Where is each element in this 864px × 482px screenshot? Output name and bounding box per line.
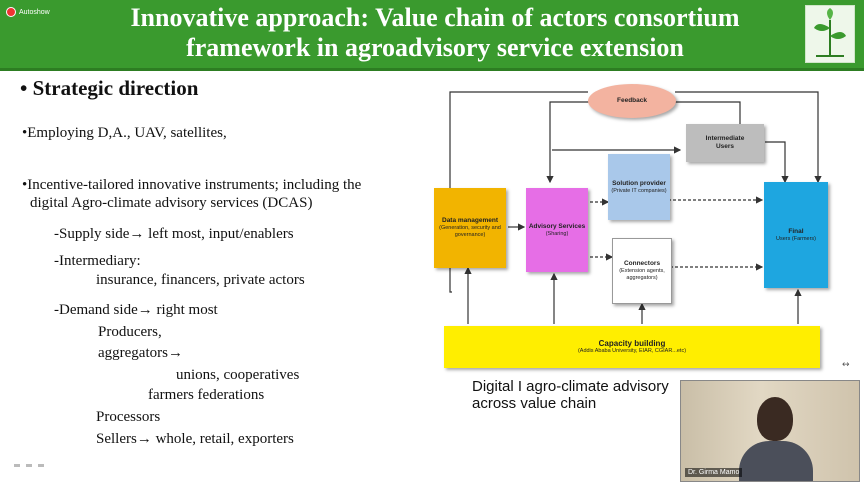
advisory-services-sub: (Sharing) [545, 230, 569, 237]
final-users-title: Final [788, 227, 804, 235]
solution-provider-sub: (Private IT companies) [611, 187, 667, 194]
intermediate-users-sub: Users [715, 143, 735, 150]
supply-side-text: -Supply side→ left most, input/enablers [54, 226, 294, 242]
slide-header: Autoshow Innovative approach: Value chai… [0, 0, 864, 71]
expand-arrows-icon[interactable]: ↔ [842, 360, 850, 370]
webcam-video-tile[interactable]: Dr. Girma Mamo [680, 380, 860, 482]
bullet-tech: •Employing D,A., UAV, satellites, [22, 125, 227, 141]
value-chain-diagram: Feedback Intermediate Users Solution pro… [434, 82, 830, 382]
presenter-body [739, 441, 813, 481]
aggregators-text: aggregators→ [98, 345, 183, 361]
plant-logo-icon [814, 8, 846, 57]
intermediate-users-node: Intermediate Users [686, 124, 764, 162]
data-management-sub: (Generation, security and governance) [439, 225, 501, 238]
capacity-building-node: Capacity building (Addis Ababa Universit… [444, 326, 820, 368]
participant-name-label: Dr. Girma Mamo [685, 468, 743, 477]
producers-text: Producers, [98, 324, 162, 340]
recording-label: Autoshow [19, 8, 50, 16]
solution-provider-node: Solution provider (Private IT companies) [608, 154, 670, 220]
data-management-title: Data management [442, 217, 498, 224]
feedback-node: Feedback [588, 84, 676, 118]
federations-text: farmers federations [148, 387, 265, 403]
intermediary-detail-text: insurance, financers, private actors [96, 272, 305, 288]
connectors-node: Connectors (Extension agents, aggregator… [612, 238, 672, 304]
recording-indicator: Autoshow [6, 7, 50, 17]
next-control-icon[interactable] [26, 464, 32, 467]
advisory-services-node: Advisory Services (Sharing) [526, 188, 588, 272]
advisory-services-title: Advisory Services [528, 222, 586, 230]
processors-text: Processors [96, 409, 161, 425]
solution-provider-title: Solution provider [612, 179, 666, 187]
connectors-title: Connectors [623, 260, 661, 267]
final-users-sub: Users (Farmers) [775, 235, 817, 242]
sellers-text: Sellers→ whole, retail, exporters [96, 431, 294, 447]
diagram-caption-line1: Digital I agro-climate advisory [472, 378, 669, 395]
bullet-instruments-line2: digital Agro-climate advisory services (… [30, 195, 313, 211]
unions-text: unions, cooperatives [176, 367, 300, 383]
connectors-sub: (Extension agents, aggregators) [619, 268, 665, 281]
capacity-building-title: Capacity building [598, 338, 666, 348]
slide-title-line2: framework in agroadvisory service extens… [186, 33, 684, 62]
data-management-node: Data management (Generation, security an… [434, 188, 506, 268]
slide-title-line1: Innovative approach: Value chain of acto… [130, 3, 740, 32]
demand-side-text: -Demand side→ right most [54, 302, 218, 318]
final-users-node: Final Users (Farmers) [764, 182, 828, 288]
presenter-head [757, 397, 793, 441]
capacity-building-sub: (Addis Ababa University, EIAR, CGIAR...e… [577, 347, 687, 354]
intermediary-text: -Intermediary: [54, 253, 141, 269]
diagram-caption-line2: across value chain [472, 395, 597, 412]
prev-control-icon[interactable] [14, 464, 20, 467]
organization-logo [805, 5, 855, 63]
intermediate-users-title: Intermediate [705, 135, 745, 142]
slide-title: Innovative approach: Value chain of acto… [70, 3, 800, 63]
section-heading: • Strategic direction [20, 76, 199, 100]
bullet-instruments-line1: •Incentive-tailored innovative instrumen… [22, 177, 362, 193]
feedback-title: Feedback [617, 97, 647, 104]
menu-control-icon[interactable] [38, 464, 44, 467]
diagram-caption: Digital I agro-climate advisory across v… [472, 378, 669, 412]
record-icon [6, 7, 16, 17]
slide-control-marks[interactable] [14, 464, 44, 467]
